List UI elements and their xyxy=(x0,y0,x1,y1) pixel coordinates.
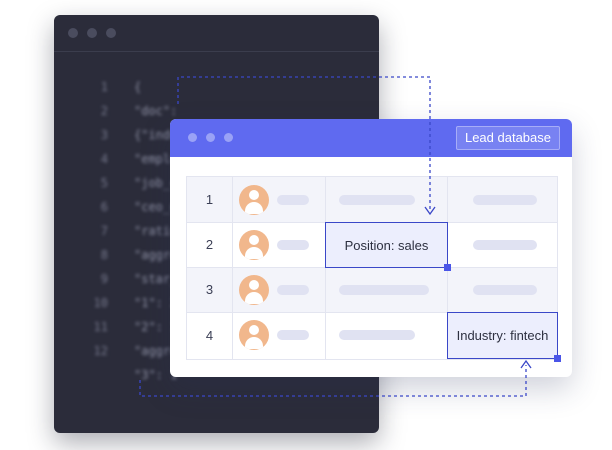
code-line: "3": 1 xyxy=(134,368,178,382)
column-divider xyxy=(325,177,326,359)
code-line: 3{"indu xyxy=(100,128,178,142)
user-avatar-icon xyxy=(239,185,269,215)
column-divider xyxy=(232,177,233,359)
database-title-bar: Lead database xyxy=(170,119,572,157)
window-title: Lead database xyxy=(455,126,560,150)
lead-table: 1 2 3 4 Position: sales Industry: fintec… xyxy=(186,176,561,362)
field-placeholder xyxy=(339,330,415,340)
lead-database-window: Lead database 1 2 3 4 xyxy=(170,119,572,377)
code-line: 5"job_c xyxy=(100,176,178,190)
window-dot-icon xyxy=(188,133,197,142)
user-avatar-icon xyxy=(239,230,269,260)
code-line: 1{ xyxy=(100,80,142,94)
row-number: 4 xyxy=(205,328,214,343)
row-divider xyxy=(187,312,557,313)
code-line: 11"2": 1 xyxy=(93,320,178,334)
json-code: 1{ 2"doc": 3{"indu 4"emplo 5"job_c 6"ceo… xyxy=(78,75,178,387)
row-number: 1 xyxy=(205,192,214,207)
field-placeholder xyxy=(473,240,537,250)
resize-handle-icon[interactable] xyxy=(554,355,561,362)
window-dot-icon xyxy=(206,133,215,142)
code-line: 8"aggre xyxy=(100,248,178,262)
code-line: 2"doc": xyxy=(100,104,178,118)
position-cell[interactable]: Position: sales xyxy=(325,222,451,271)
user-avatar-icon xyxy=(239,275,269,305)
name-placeholder xyxy=(277,285,309,295)
code-line: 4"emplo xyxy=(100,152,178,166)
window-dot-icon xyxy=(224,133,233,142)
code-line: 10"1": 2 xyxy=(93,296,178,310)
code-line: 7"ratin xyxy=(100,224,178,238)
window-dot-icon xyxy=(87,28,97,38)
window-dot-icon xyxy=(68,28,78,38)
row-number: 2 xyxy=(205,237,214,252)
editor-title-bar xyxy=(54,15,379,52)
row-number: 3 xyxy=(205,282,214,297)
window-dot-icon xyxy=(106,28,116,38)
name-placeholder xyxy=(277,195,309,205)
field-placeholder xyxy=(339,285,429,295)
field-placeholder xyxy=(473,285,537,295)
industry-cell[interactable]: Industry: fintech xyxy=(447,312,561,362)
code-line: 12"aggre xyxy=(93,344,178,358)
field-placeholder xyxy=(339,195,415,205)
code-line: 6"ceo_n xyxy=(100,200,178,214)
code-line: 9"star_ xyxy=(100,272,178,286)
field-placeholder xyxy=(473,195,537,205)
user-avatar-icon xyxy=(239,320,269,350)
name-placeholder xyxy=(277,240,309,250)
resize-handle-icon[interactable] xyxy=(444,264,451,271)
industry-value: Industry: fintech xyxy=(456,328,549,343)
name-placeholder xyxy=(277,330,309,340)
position-value: Position: sales xyxy=(344,237,429,253)
